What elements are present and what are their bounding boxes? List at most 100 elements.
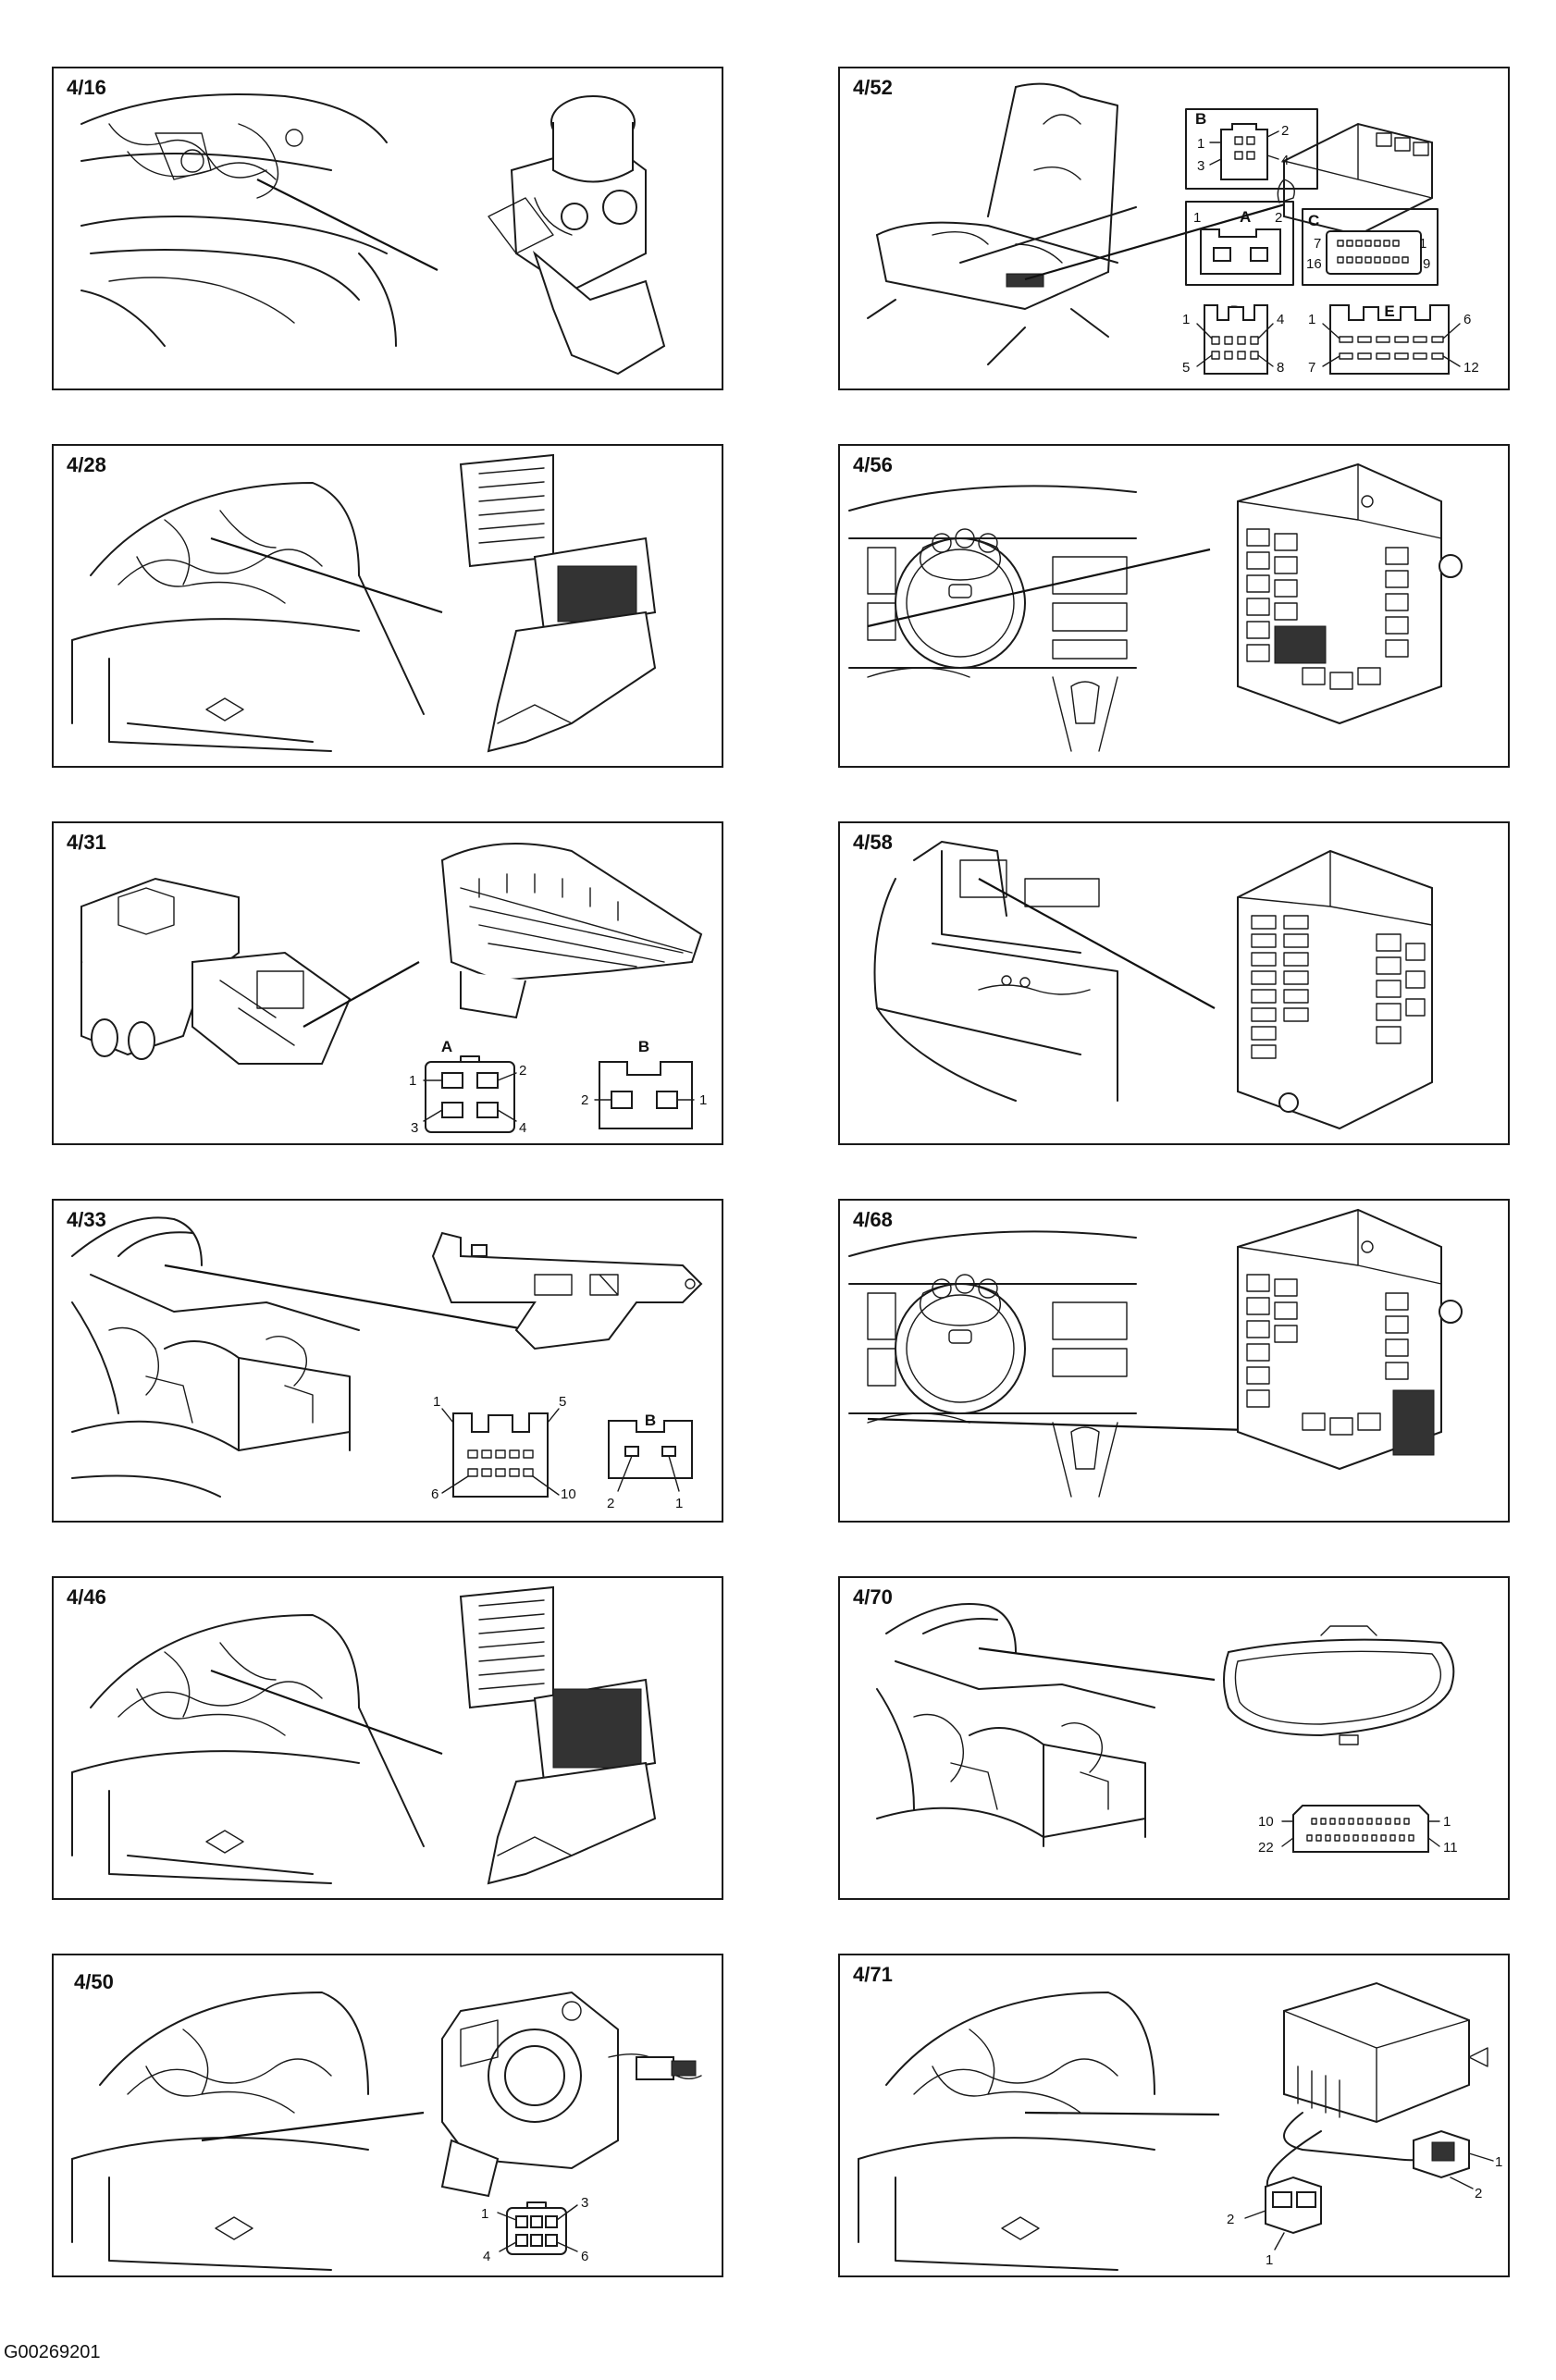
seat-drawing [867, 82, 1137, 365]
pin-label: 12 [1463, 360, 1479, 376]
pin-label: 1 [1495, 2154, 1502, 2170]
pin-label: 4 [1277, 312, 1284, 327]
central-electronic-module-drawing [1237, 462, 1463, 725]
pin-label: 5 [559, 1394, 566, 1410]
panel-id: 4/70 [853, 1585, 893, 1609]
engine-bay-illustration [71, 453, 657, 753]
pin-label: 3 [411, 1120, 418, 1136]
panel-4-28: 4/28 [52, 444, 723, 768]
dashboard-drawing [848, 485, 1137, 752]
throttle-body-illustration: 1 3 4 6 [71, 1991, 702, 2271]
pin-label: 10 [561, 1486, 576, 1502]
pin-label: 10 [1258, 1814, 1274, 1830]
pin-label: 4 [519, 1120, 526, 1136]
connector-b-4-52: B 1 2 3 4 [1195, 110, 1289, 180]
connector-letter: A [441, 1038, 452, 1055]
pin-label: 1 [1419, 236, 1426, 252]
connector-letter: C [1308, 212, 1319, 229]
panel-4-71: 4/71 1 2 [838, 1954, 1510, 2277]
panel-4-46: 4/46 [52, 1576, 723, 1900]
rearview-mirror-drawing [1223, 1625, 1455, 1745]
panel-id: 4/28 [67, 453, 106, 476]
pin-label: 1 [1266, 2252, 1273, 2268]
ecm-drawing [459, 453, 657, 753]
panel-4-58: 4/58 [838, 821, 1510, 1145]
pin-label: 16 [1306, 256, 1322, 272]
central-electronic-module-drawing [1237, 1208, 1463, 1471]
seat-module-illustration: B 1 2 3 4 A 1 2 C [867, 82, 1479, 376]
panel-4-31: 4/31 A [52, 821, 723, 1145]
connector-letter: A [1240, 208, 1251, 226]
engine-bay-illustration [80, 93, 666, 376]
pin-label: 2 [1281, 123, 1289, 139]
pin-label: 8 [1277, 360, 1284, 376]
pin-label: 1 [433, 1394, 440, 1410]
panel-id: 4/58 [853, 831, 893, 854]
pin-label: 5 [1182, 360, 1190, 376]
pin-label: 11 [1443, 1840, 1458, 1856]
panel-id: 4/16 [67, 76, 106, 99]
pin-label: 9 [1423, 256, 1430, 272]
hvac-unit-drawing [80, 877, 352, 1065]
pin-label: 2 [1475, 2186, 1482, 2201]
rear-fuse-box-illustration [873, 841, 1433, 1130]
throttle-body-drawing [440, 1991, 702, 2198]
central-module-illustration [848, 1208, 1463, 1498]
panel-id: 4/31 [67, 831, 106, 854]
pin-label: 2 [607, 1496, 614, 1511]
panel-4-70: 4/70 [838, 1576, 1510, 1900]
pin-label: 1 [1193, 210, 1201, 226]
car-interior-drawing [71, 1216, 360, 1498]
panel-id: 4/56 [853, 453, 893, 476]
connector-d-4-52: D 1 4 5 8 [1182, 302, 1284, 376]
car-interior-drawing [876, 1603, 1155, 1847]
rearview-mirror-illustration: 10 1 22 11 [876, 1603, 1458, 1856]
seat-control-module-drawing [1277, 122, 1433, 237]
car-front-drawing [71, 1992, 369, 2271]
connector-a-4-31: A 1 2 3 4 [409, 1038, 526, 1136]
panel-4-16: 4/16 [52, 67, 723, 390]
pin-label: 2 [519, 1063, 526, 1079]
engine-bay-illustration [71, 1585, 657, 1885]
connector-small-4-71: 1 2 [1413, 2129, 1502, 2201]
pin-label: 1 [1182, 312, 1190, 327]
connector-letter: B [638, 1038, 649, 1055]
dashboard-drawing [848, 1230, 1137, 1498]
pin-label: 4 [1281, 153, 1289, 168]
car-front-drawing [71, 482, 425, 752]
hvac-illustration: A 1 2 3 4 B 2 1 [80, 843, 707, 1136]
panel-id: 4/46 [67, 1585, 106, 1609]
rear-electronic-module-drawing [1237, 849, 1433, 1130]
figure-code: G00269201 [4, 2342, 101, 2362]
panel-4-52: 4/52 B 1 [838, 67, 1510, 390]
fuse-box-illustration [848, 462, 1463, 752]
pin-label: 7 [1308, 360, 1315, 376]
panel-4-68: 4/68 [838, 1199, 1510, 1523]
pin-label: 3 [581, 2195, 588, 2211]
ecm-drawing [459, 1585, 657, 1885]
connector-letter: B [1195, 110, 1206, 128]
cargo-area-drawing [873, 841, 1118, 1102]
connector-letter: B [645, 1412, 656, 1429]
car-front-drawing [71, 1614, 425, 1884]
panel-4-56: 4/56 [838, 444, 1510, 768]
pin-label: 1 [1197, 136, 1204, 152]
connector-large-4-71: 2 1 [1227, 2176, 1322, 2268]
panel-4-50: 4/50 [52, 1954, 723, 2277]
panel-id: 4/52 [853, 76, 893, 99]
pin-label: 6 [581, 2249, 588, 2264]
srs-module-illustration: 1 2 2 1 [858, 1981, 1502, 2271]
pin-label: 7 [1314, 236, 1321, 252]
pin-label: 22 [1258, 1840, 1274, 1856]
pin-label: 2 [581, 1092, 588, 1108]
connector-a-4-52: A 1 2 [1193, 208, 1282, 275]
panel-id: 4/33 [67, 1208, 106, 1231]
pin-label: 2 [1275, 210, 1282, 226]
panel-id: 4/68 [853, 1208, 893, 1231]
pin-label: 6 [1463, 312, 1471, 327]
connector-e-4-52: E 1 6 7 12 [1308, 302, 1479, 376]
connector-c-4-52: C 7 1 16 9 [1306, 212, 1430, 275]
abs-modulator-drawing [488, 95, 666, 376]
connector-b-4-33: B 2 1 [607, 1412, 693, 1511]
pin-label: 1 [1443, 1814, 1451, 1830]
